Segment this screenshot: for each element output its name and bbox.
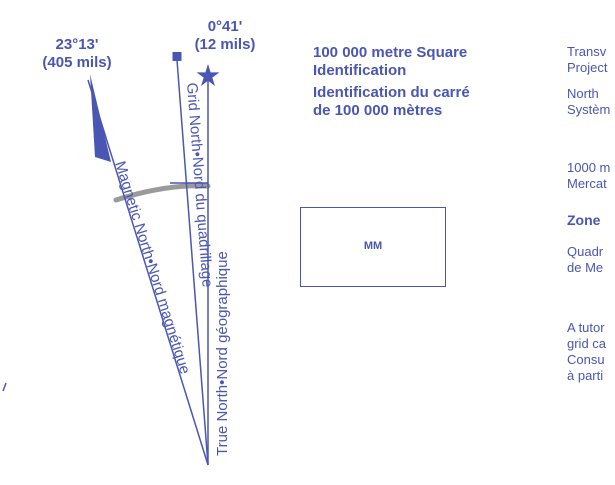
half-arrow-icon [90, 74, 111, 162]
magnetic-north-line [87, 79, 209, 466]
square-identification-value: MM [363, 240, 383, 252]
square-identification-heading: 100 000 metre Square Identification Iden… [313, 44, 470, 120]
right-line12: Consu [567, 352, 605, 367]
ident-fr-line2: de 100 000 mètres [313, 102, 443, 119]
right-line8: Quadr [567, 244, 604, 259]
right-line4: Systèm [567, 102, 611, 117]
zone-label: Zone [567, 212, 601, 228]
right-line3: North [567, 86, 599, 101]
magnetic-declination-mils: (405 mils) [42, 54, 112, 71]
ident-en-line1: 100 000 metre Square [313, 44, 468, 61]
right-line10: A tutor [567, 320, 605, 335]
magnetic-declination-label: 23°13' (405 mils) [12, 36, 142, 72]
grid-text-block: 1000 m Mercat [567, 160, 615, 192]
grid-declination-mils: (12 mils) [194, 36, 256, 53]
tutorial-text-block: A tutor grid ca Consu à parti [567, 320, 615, 384]
edge-stroke [2, 382, 7, 392]
grid-declination-label: 0°41' (12 mils) [180, 18, 270, 54]
quadrangle-text-block: Quadr de Me [567, 244, 615, 276]
right-line6: Mercat [567, 176, 607, 191]
grid-declination-degrees: 0°41' [207, 18, 243, 35]
star-icon [196, 64, 220, 86]
grid-north-line [176, 59, 209, 466]
square-icon [172, 52, 182, 61]
ident-en-line2: Identification [313, 62, 407, 79]
declination-diagram: Magnetic North•Nord magnétique Grid Nort… [2, 52, 231, 466]
right-line9: de Me [567, 260, 604, 275]
projection-text-block: Transv Project [567, 44, 615, 76]
right-line1: Transv [567, 44, 607, 59]
square-identification-box: MM [300, 207, 446, 287]
right-line11: grid ca [567, 336, 607, 351]
right-line2: Project [567, 60, 608, 75]
ident-fr-line1: Identification du carré [313, 84, 470, 101]
magnetic-declination-degrees: 23°13' [55, 36, 99, 53]
right-line13: à parti [567, 368, 604, 383]
datum-text-block: North Systèm [567, 86, 615, 118]
true-north-label: True North•Nord géographique [214, 251, 231, 456]
declination-arc [113, 183, 211, 203]
right-line5: 1000 m [567, 160, 611, 175]
